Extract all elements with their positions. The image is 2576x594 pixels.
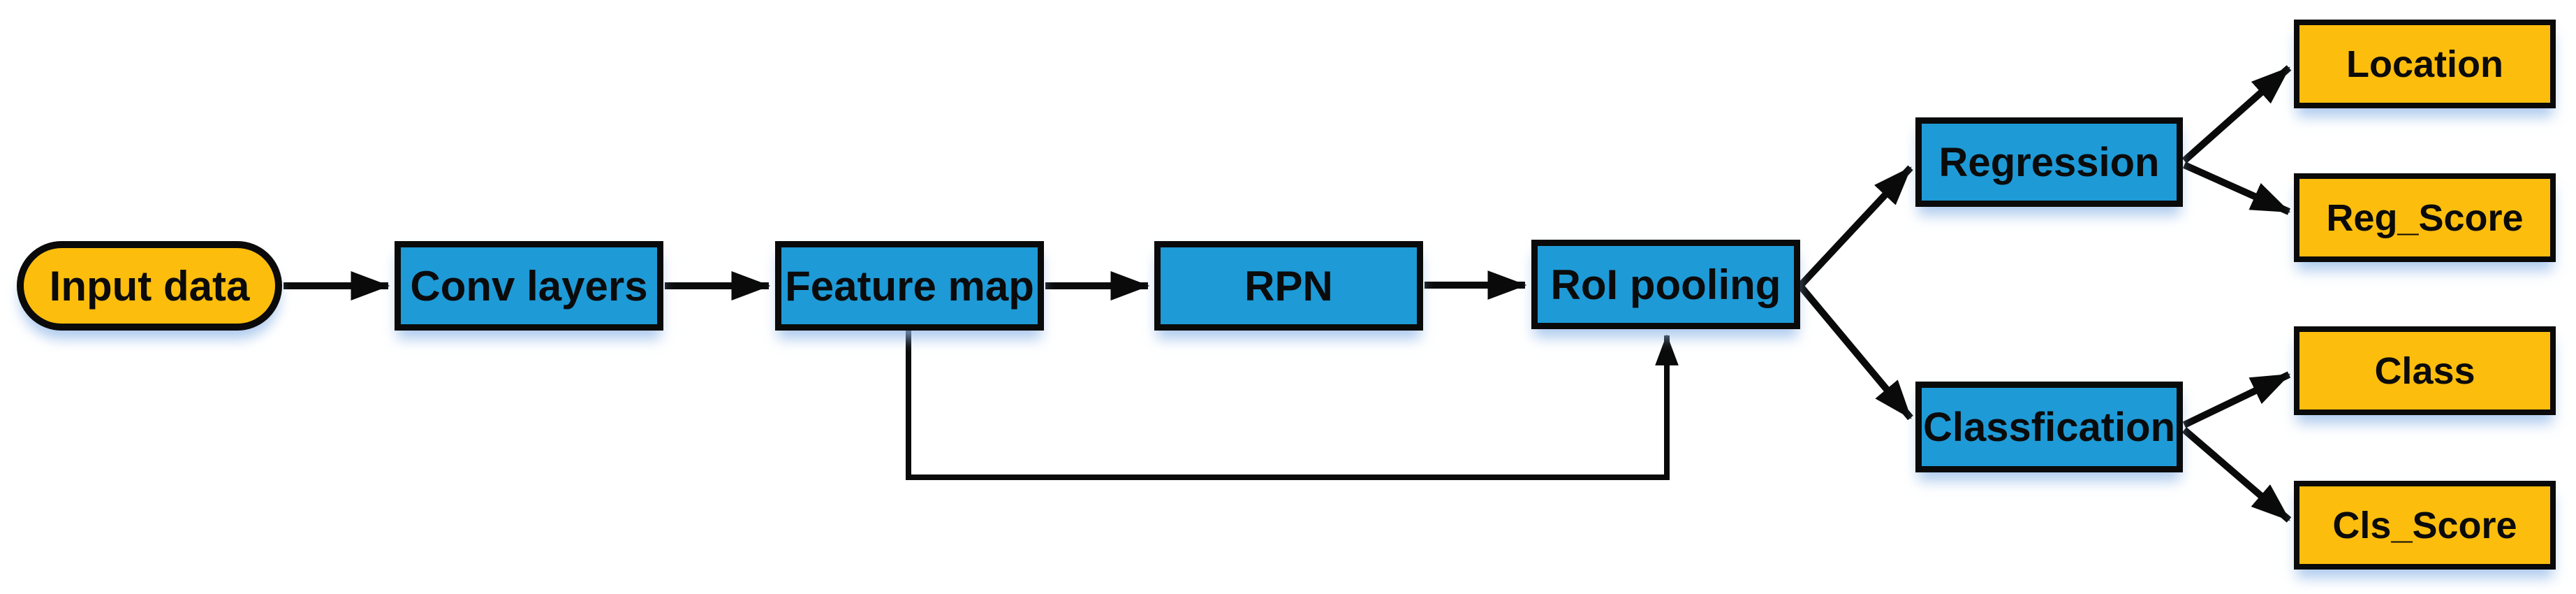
arrow-regression-to-regscore: [2182, 161, 2291, 215]
node-classfication-label: Classfication: [1923, 404, 2175, 450]
node-roi-pooling: RoI pooling: [1531, 240, 1800, 329]
node-roi-pooling-label: RoI pooling: [1550, 261, 1781, 308]
node-location: Location: [2294, 20, 2556, 108]
node-classfication: Classfication: [1915, 382, 2183, 472]
node-rpn-label: RPN: [1244, 262, 1333, 310]
node-regression: Regression: [1915, 117, 2183, 207]
node-reg-score: Reg_Score: [2294, 173, 2556, 262]
node-input-data-label: Input data: [49, 262, 250, 310]
node-input-data: Input data: [17, 241, 282, 331]
node-feature-map-label: Feature map: [785, 262, 1034, 310]
node-conv-layers-label: Conv layers: [410, 262, 648, 310]
arrow-classfication-to-clsscore: [2181, 427, 2292, 523]
arrow-classfication-to-class: [2182, 371, 2291, 428]
node-regression-label: Regression: [1938, 139, 2160, 185]
node-cls-score: Cls_Score: [2294, 481, 2556, 570]
arrow-regression-to-location: [2181, 65, 2292, 164]
arrow-feature-to-roi-skip: [906, 331, 1679, 480]
node-reg-score-label: Reg_Score: [2326, 196, 2524, 239]
node-feature-map: Feature map: [775, 241, 1044, 331]
node-class-label: Class: [2374, 349, 2475, 392]
node-location-label: Location: [2346, 43, 2503, 85]
node-rpn: RPN: [1154, 241, 1423, 331]
arrow-roi-to-classfication: [1797, 283, 1913, 421]
node-cls-score-label: Cls_Score: [2332, 504, 2517, 546]
node-conv-layers: Conv layers: [395, 241, 663, 331]
arrow-roi-to-regression: [1797, 165, 1913, 289]
node-class: Class: [2294, 326, 2556, 415]
